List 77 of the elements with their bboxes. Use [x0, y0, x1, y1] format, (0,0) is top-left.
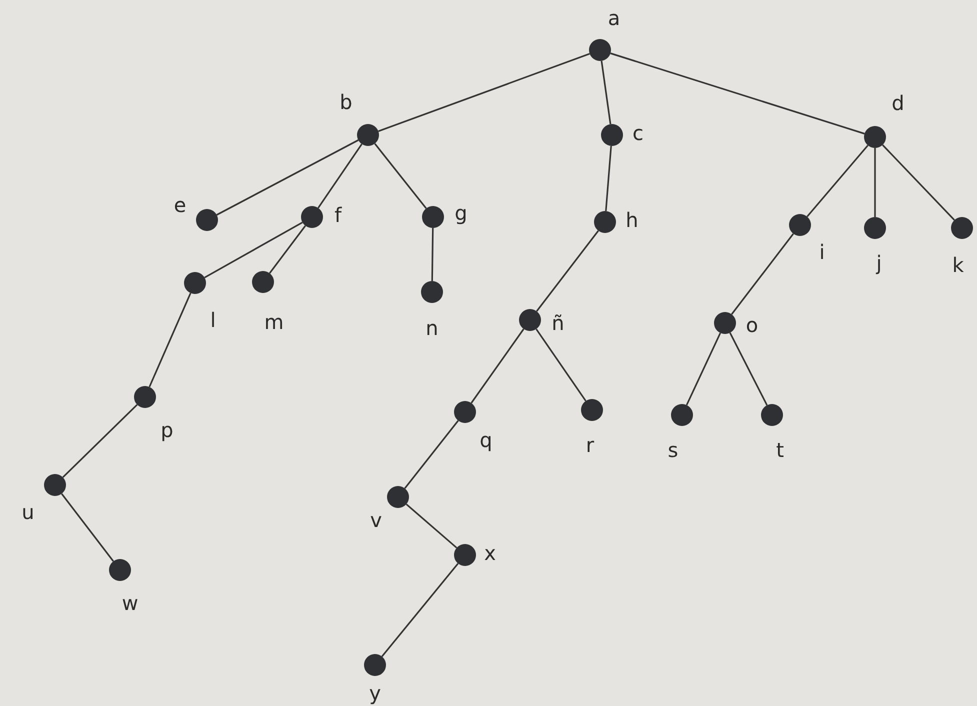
node-label: f: [334, 205, 342, 225]
tree-node: [519, 309, 541, 331]
tree-edge: [806, 144, 868, 218]
tree-edge: [374, 143, 427, 209]
node-label: m: [264, 312, 284, 332]
tree-node: [671, 404, 693, 426]
node-label: c: [632, 123, 644, 143]
tree-node: [421, 281, 443, 303]
tree-edge: [204, 222, 303, 278]
tree-edge: [404, 420, 459, 489]
node-label: u: [22, 502, 34, 522]
tree-edge: [686, 332, 722, 406]
node-label: g: [454, 203, 468, 223]
node-label: s: [668, 440, 678, 460]
tree-node: [454, 544, 476, 566]
tree-edge: [378, 53, 590, 132]
tree-node: [454, 401, 476, 423]
tree-edge: [61, 493, 114, 562]
tree-node: [252, 271, 274, 293]
tree-edge: [610, 52, 865, 134]
tree-edge: [431, 228, 434, 282]
tree-edge: [729, 332, 768, 406]
node-label: e: [174, 195, 186, 215]
node-label: j: [876, 253, 882, 273]
tree-node: [951, 217, 973, 239]
tree-node: [387, 486, 409, 508]
tree-node: [589, 39, 611, 61]
tree-node: [789, 214, 811, 236]
node-label: n: [426, 318, 438, 338]
node-label: b: [340, 92, 352, 112]
tree-edge: [318, 144, 362, 208]
tree-node: [761, 404, 783, 426]
tree-node: [601, 124, 623, 146]
node-label: w: [122, 593, 138, 613]
tree-node: [364, 654, 386, 676]
tree-edge: [536, 230, 599, 312]
node-label: q: [480, 430, 492, 450]
node-label: r: [586, 435, 594, 455]
node-label: y: [369, 683, 381, 703]
tree-node: [864, 217, 886, 239]
tree-edge: [731, 233, 794, 315]
tree-edge: [605, 146, 612, 212]
tree-edge: [381, 563, 459, 657]
tree-edge: [470, 328, 524, 404]
tree-node: [581, 399, 603, 421]
tree-node: [184, 272, 206, 294]
tree-node: [594, 211, 616, 233]
node-label: t: [776, 440, 784, 460]
node-label: k: [952, 255, 964, 275]
tree-edge: [882, 144, 955, 221]
tree-edge: [406, 504, 458, 548]
node-label: a: [608, 8, 620, 28]
tree-edge: [148, 292, 192, 388]
tree-node: [422, 206, 444, 228]
node-label: i: [819, 242, 825, 262]
node-label: l: [210, 310, 216, 330]
node-label: d: [892, 93, 904, 113]
tree-node: [714, 312, 736, 334]
node-label: ñ: [552, 313, 564, 333]
tree-node: [357, 124, 379, 146]
node-label: o: [746, 315, 758, 335]
tree-node: [864, 126, 886, 148]
tree-edge: [874, 148, 876, 217]
tree-edge: [62, 404, 138, 478]
tree-edge: [216, 139, 359, 216]
tree-edge: [536, 328, 586, 402]
tree-edge: [600, 60, 612, 124]
node-label: h: [626, 210, 638, 230]
node-label: p: [160, 420, 174, 440]
tree-edge: [268, 225, 306, 274]
tree-node: [109, 559, 131, 581]
node-label: x: [484, 543, 496, 563]
tree-node: [301, 206, 323, 228]
tree-node: [196, 209, 218, 231]
node-label: v: [370, 510, 382, 530]
tree-node: [44, 474, 66, 496]
tree-node: [134, 386, 156, 408]
